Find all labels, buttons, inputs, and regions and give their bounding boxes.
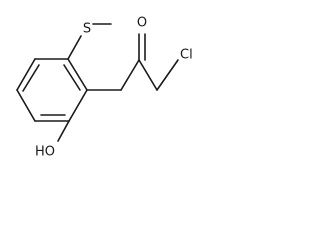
atom-label-chlorine: Cl: [180, 48, 193, 63]
ring-bond-5: [68, 89, 88, 122]
ring-bond-3: [16, 89, 36, 122]
bond-carbonyl-ch2cl: [138, 59, 158, 91]
bond-ring-hydroxyl: [57, 120, 70, 142]
atom-label-hydroxyl: HO: [35, 145, 55, 160]
atom-label-sulfur: S: [83, 22, 91, 37]
thioether-group: S: [67, 22, 112, 60]
ring-bond-2: [16, 58, 36, 91]
atom-label-carbonyl-oxygen: O: [137, 16, 147, 31]
hydroxyl-group: HO: [35, 120, 70, 160]
bond-ring-sulfur: [67, 35, 82, 60]
chloroketone-side-chain: O Cl: [86, 16, 193, 91]
bond-ch2-carbonyl: [120, 59, 140, 91]
ring-double-bond-inner-1: [22, 64, 40, 92]
bond-ch2-chlorine: [156, 59, 179, 91]
chemical-structure: S O Cl HO: [16, 16, 193, 160]
ring-double-bond-inner-3: [63, 64, 81, 91]
benzene-ring: [16, 58, 88, 122]
ring-bond-6: [67, 58, 88, 91]
